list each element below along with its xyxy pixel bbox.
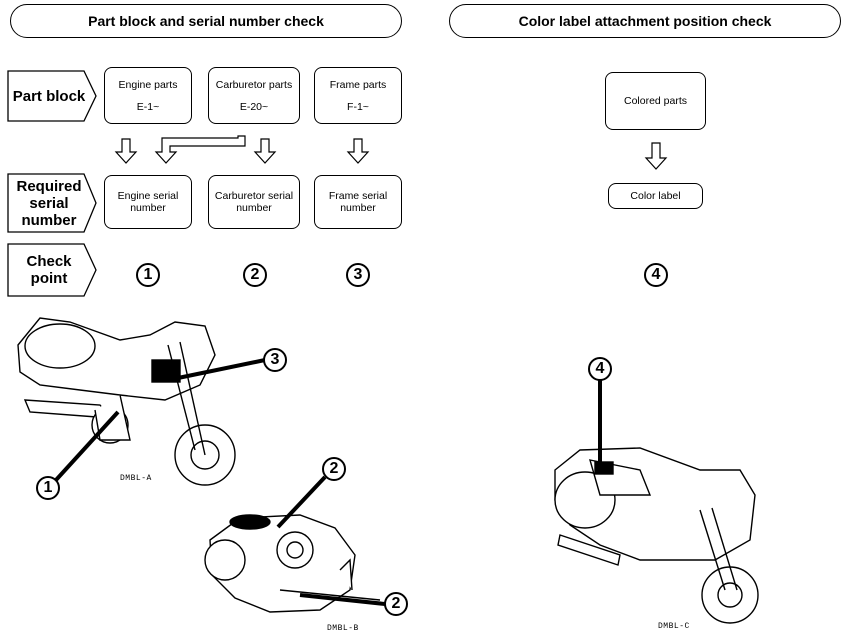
callout-c-4: 4: [588, 357, 612, 381]
serial-line-1: Engine serial: [117, 190, 179, 202]
color-label-box: Color label: [608, 183, 703, 209]
part-block-code: E-1~: [136, 100, 160, 113]
colored-parts-box: Colored parts: [605, 72, 706, 130]
serial-line-2: number: [340, 202, 376, 214]
serial-box-frame: Frame serial number: [314, 175, 402, 229]
caption-dmbl-a: DMBL-A: [120, 474, 152, 483]
callout-a-3: 3: [263, 348, 287, 372]
check-point-4: 4: [644, 263, 668, 287]
row-label-serial-line-1: Required: [16, 177, 82, 195]
serial-line-2: number: [130, 202, 166, 214]
part-block-name: Frame parts: [329, 78, 387, 91]
part-block-code: E-20~: [239, 100, 269, 113]
callout-a-1: 1: [36, 476, 60, 500]
serial-box-engine: Engine serial number: [104, 175, 192, 229]
row-label-check-line-1: Check: [26, 253, 72, 270]
row-label-part-block: Part block: [12, 87, 86, 105]
down-arrow-colored: [644, 142, 668, 170]
motorcycle-c-illustration: [554, 447, 759, 624]
leader-line-a-1: [54, 410, 120, 482]
row-label-check-point: Check point: [8, 244, 90, 296]
header-color-label-check: Color label attachment position check: [449, 4, 841, 38]
part-block-engine: Engine parts E-1~: [104, 67, 192, 124]
row-label-required-serial: Required serial number: [8, 174, 90, 232]
check-point-3: 3: [346, 263, 370, 287]
check-point-2: 2: [243, 263, 267, 287]
leader-line-b-2-bottom: [299, 593, 386, 606]
down-arrow-frame: [346, 138, 370, 164]
callout-b-2-top: 2: [322, 457, 346, 481]
caption-dmbl-b: DMBL-B: [327, 624, 359, 633]
serial-line-1: Carburetor serial: [214, 190, 294, 202]
engine-b-illustration: [204, 514, 381, 613]
down-arrow-engine: [114, 138, 138, 164]
header-part-block-serial-check: Part block and serial number check: [10, 4, 402, 38]
row-label-serial-line-3: number: [21, 211, 77, 229]
check-point-1: 1: [136, 263, 160, 287]
part-block-name: Engine parts: [118, 78, 178, 91]
row-label-shape-serial: [7, 173, 97, 233]
motorcycle-a-illustration: [17, 317, 236, 486]
caption-dmbl-c: DMBL-C: [658, 622, 690, 631]
serial-box-carburetor: Carburetor serial number: [208, 175, 300, 229]
row-label-serial-line-2: serial: [29, 194, 69, 212]
row-label-check-line-2: point: [30, 270, 68, 287]
serial-line-2: number: [236, 202, 272, 214]
down-arrow-carb-to-engine: [154, 135, 246, 164]
part-block-carburetor: Carburetor parts E-20~: [208, 67, 300, 124]
part-block-code: F-1~: [347, 100, 369, 113]
serial-line-1: Frame serial: [328, 190, 388, 202]
leader-line-b-2-top: [276, 475, 327, 529]
leader-line-a-3: [177, 358, 266, 380]
callout-b-2-bottom: 2: [384, 592, 408, 616]
part-block-name: Carburetor parts: [215, 78, 293, 91]
row-label-shape-part-block: [7, 70, 97, 122]
down-arrow-carburetor: [253, 138, 277, 164]
row-label-shape-check: [7, 243, 97, 297]
part-block-frame: Frame parts F-1~: [314, 67, 402, 124]
